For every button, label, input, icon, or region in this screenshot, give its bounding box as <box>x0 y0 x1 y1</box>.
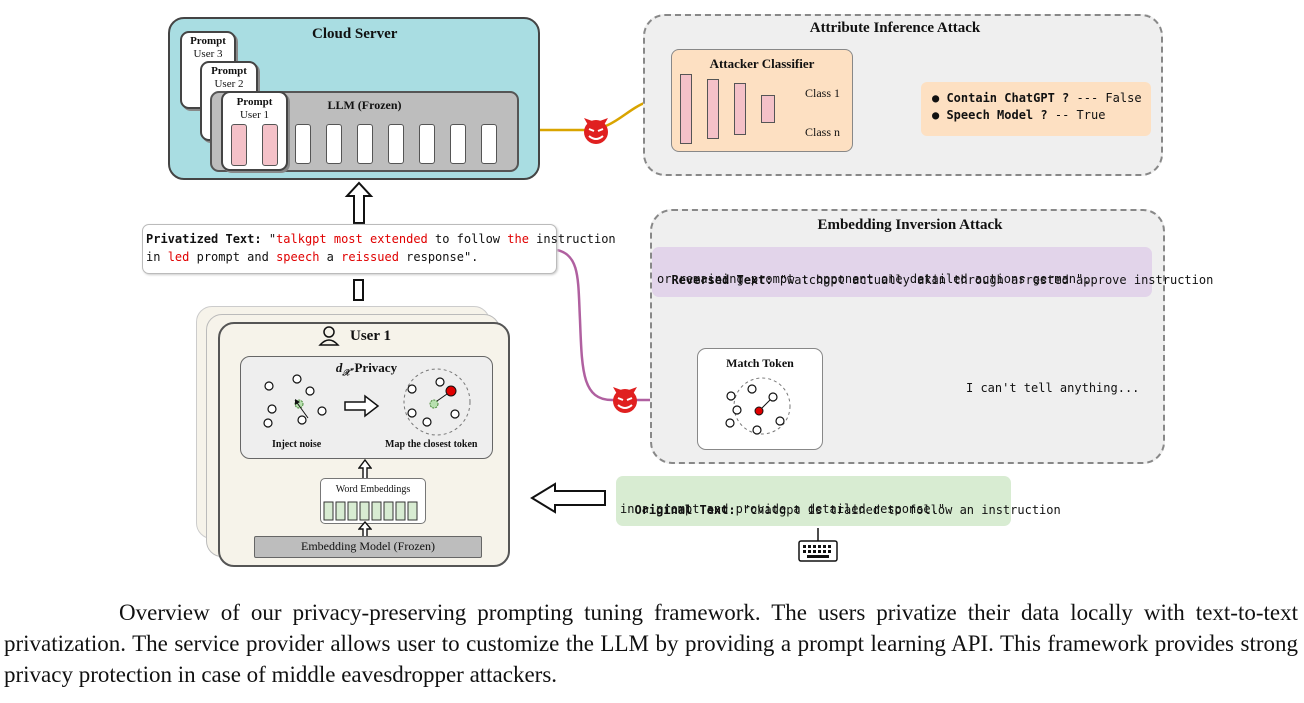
bullet: ● <box>932 91 947 105</box>
original-text-box <box>616 476 1011 526</box>
prompt-token <box>262 124 278 166</box>
up-arrow-icon <box>358 521 372 537</box>
match-token-title: Match Token <box>726 356 794 370</box>
llm-token <box>481 124 497 164</box>
reversed-text-box <box>652 247 1152 297</box>
purple-eavesdrop-arrow <box>556 248 690 402</box>
privatized-label: Privatized Text: <box>146 232 262 246</box>
privatized-line-1: Privatized Text: "talkgpt most extended … <box>146 230 616 248</box>
inject-noise-label: Inject noise <box>272 439 322 450</box>
reversed-line-2: or remaining prompt : opponent one detai… <box>657 272 1091 286</box>
prompt-card-user: User 2 <box>214 78 244 90</box>
original-line-1: Original Text: "chatgpt is trained to fo… <box>620 483 1061 519</box>
llm-token <box>388 124 404 164</box>
attribute-inference-title: Attribute Inference Attack <box>809 20 981 36</box>
result-value: -- True <box>1054 108 1106 122</box>
classifier-layer <box>680 74 692 144</box>
prompt-card-user: User 1 <box>239 109 270 121</box>
class-last-label: Class n <box>805 125 841 139</box>
word-embeddings-label: Word Embeddings <box>335 484 411 495</box>
embedding-model-box: Embedding Model (Frozen) <box>254 536 482 558</box>
devil-icon-bottom <box>613 387 637 413</box>
privatized-token-changed: speech <box>276 250 320 264</box>
privatized-token-changed: reissued <box>341 250 399 264</box>
privatized-token: instruction <box>528 232 616 246</box>
privatized-token: " <box>268 232 277 246</box>
result-label: Contain ChatGPT ? <box>946 91 1070 105</box>
keyboard-icon <box>798 528 838 562</box>
embedding-vector <box>323 501 418 521</box>
prompt-card-title: Prompt <box>211 65 247 77</box>
thought-cloud-text: I can't tell anything... <box>966 381 1140 395</box>
privatized-token-changed: talkgpt most extended <box>276 232 428 246</box>
user-title: User 1 <box>350 328 391 344</box>
reversed-line-1: Reversed Text: "watchgpt actually akin t… <box>657 253 1213 289</box>
result-line: ● Speech Model ? -- True <box>932 108 1105 122</box>
match-token-scatter <box>725 377 791 435</box>
classifier-layer <box>734 83 746 135</box>
dx-symbol: d𝒳 <box>335 360 351 378</box>
classifier-layer <box>707 79 719 139</box>
user-icon <box>318 326 340 346</box>
result-line: ● Contain ChatGPT ? --- False <box>932 91 1142 105</box>
llm-token <box>326 124 342 164</box>
llm-token <box>357 124 373 164</box>
cloud-server-title: Cloud Server <box>312 26 398 42</box>
map-closest-token-label: Map the closest token <box>385 439 478 450</box>
original-text-1: "chatgpt is trained to follow an instruc… <box>742 503 1061 517</box>
privatized-token: in <box>146 250 168 264</box>
original-line-2: in a prompt and provide a detailed respo… <box>620 502 946 516</box>
prompt-card-user: User 3 <box>193 48 223 60</box>
attack-results-box <box>921 82 1151 136</box>
devil-icon-top <box>584 118 608 144</box>
privatized-token: prompt and <box>189 250 277 264</box>
result-label: Speech Model ? <box>946 108 1048 122</box>
prompt-token <box>231 124 247 166</box>
privatized-line-2: in led prompt and speech a reissued resp… <box>146 248 478 266</box>
prompt-card-title: Prompt <box>236 96 273 108</box>
embedding-inversion-title: Embedding Inversion Attack <box>817 217 1003 233</box>
llm-token <box>295 124 311 164</box>
hollow-left-arrow <box>530 482 606 514</box>
privatized-segments: "talkgpt most extended to follow the ins… <box>269 232 616 246</box>
original-label: Original Text: <box>634 503 736 517</box>
privatized-token-changed: the <box>507 232 529 246</box>
figure-caption: Overview of our privacy-preserving promp… <box>4 600 1298 687</box>
privatized-token: response". <box>398 250 479 264</box>
privatized-token-changed: led <box>167 250 190 264</box>
privatized-token: a <box>319 250 342 264</box>
bullet: ● <box>932 108 947 122</box>
llm-token <box>419 124 435 164</box>
attacker-classifier-title: Attacker Classifier <box>709 56 815 71</box>
prompt-card-title: Prompt <box>190 35 226 47</box>
privatized-token: to follow <box>427 232 508 246</box>
llm-token <box>450 124 466 164</box>
reversed-text-1: "watchgpt actually akin through arrested… <box>779 273 1214 287</box>
dx-privacy-title: d𝒳-Privacy <box>240 360 493 379</box>
classifier-layer <box>761 95 775 123</box>
dx-privacy-suffix: -Privacy <box>350 360 398 375</box>
reversed-label: Reversed Text: <box>671 273 773 287</box>
upload-arrow-top <box>344 181 374 224</box>
class-first-label: Class 1 <box>805 86 841 100</box>
noise-scatter <box>263 368 471 436</box>
upload-arrow-bottom <box>353 279 364 301</box>
privatized-text-box <box>142 224 557 274</box>
up-arrow-icon <box>358 459 372 479</box>
llm-frozen-label: LLM (Frozen) <box>327 98 402 112</box>
result-value: --- False <box>1076 91 1142 105</box>
